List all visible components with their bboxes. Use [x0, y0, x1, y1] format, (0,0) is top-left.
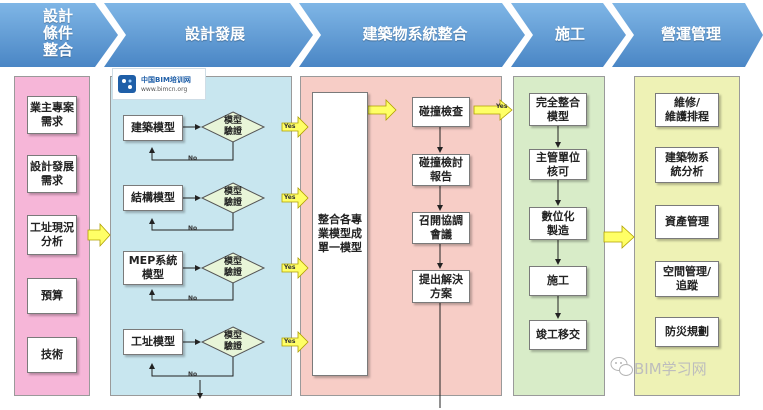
phase-chevron-2	[104, 3, 313, 67]
architectural-model-box: 建築模型	[123, 115, 183, 141]
building-system-analysis-box: 建築物系 統分析	[655, 147, 719, 183]
arrow-yes-4	[281, 331, 309, 353]
watermark-text: BIM学习网	[634, 360, 707, 378]
asset-management-box: 資產管理	[655, 205, 719, 239]
no-label-2: No	[188, 225, 198, 232]
wechat-icon	[610, 357, 633, 376]
authority-approval-box: 主管單位 核可	[529, 149, 587, 180]
logo-url: www.bimcn.org	[141, 86, 188, 93]
handover-box: 竣工移交	[529, 320, 587, 350]
owner-requirements-box: 業主專案 需求	[27, 96, 77, 134]
technology-box: 技術	[27, 337, 77, 373]
model-check-label-4: 模型 驗證	[223, 331, 242, 352]
arrow-yes-1	[281, 116, 309, 138]
disaster-planning-box: 防災規劃	[655, 317, 719, 347]
phase-chevron-3	[299, 3, 525, 67]
coordination-meeting-box: 召開協調 會議	[412, 212, 470, 244]
integrated-model-box: 完全整合 模型	[529, 93, 587, 126]
space-management-box: 空間管理/ 追蹤	[655, 261, 719, 297]
decision-diamonds	[200, 111, 266, 358]
model-lines	[149, 124, 234, 399]
site-model-box: 工址模型	[123, 329, 183, 355]
bimcn-logo-icon	[118, 75, 136, 93]
phase-chevron-4	[511, 3, 626, 67]
no-label-3: No	[188, 295, 198, 302]
mep-model-box: MEP系統 模型	[123, 251, 183, 285]
phase-label-3: 建築物系統整合	[362, 25, 468, 43]
digital-fabrication-box: 數位化 製造	[529, 207, 587, 240]
clash-report-box: 碰撞檢討 報告	[412, 154, 470, 186]
no-label-4: No	[188, 371, 198, 378]
arrow-yes-3	[281, 257, 309, 279]
site-analysis-box: 工址現況 分析	[27, 215, 77, 255]
yes-label-5: Yes	[496, 103, 508, 110]
no-label-1: No	[188, 155, 198, 162]
model-check-label-2: 模型 驗證	[223, 187, 242, 208]
budget-box: 預算	[27, 278, 77, 314]
arrow-yes-2	[281, 187, 309, 209]
phase-header	[0, 3, 763, 67]
clash-check-box: 碰撞檢查	[412, 97, 470, 127]
yes-label-1: Yes	[284, 123, 296, 130]
propose-solution-box: 提出解決 方案	[412, 270, 470, 303]
yes-label-2: Yes	[284, 194, 296, 201]
phase-label-4: 施工	[554, 25, 585, 43]
phase-chevron-1	[0, 3, 118, 67]
yellow-arrows	[87, 99, 635, 353]
maintenance-schedule-box: 維修/ 維護排程	[655, 93, 719, 127]
structural-model-box: 結構模型	[123, 185, 183, 211]
construction-box: 施工	[529, 266, 587, 296]
phase-chevron-5	[612, 3, 763, 67]
arrow-clash-to-construction	[473, 99, 513, 121]
integrate-models-box: 整合各專 業模型成 單一模型	[312, 92, 368, 376]
model-check-label-1: 模型 驗證	[223, 116, 242, 137]
arrow-lane1-to-lane2	[87, 222, 111, 248]
design-development-requirements-box: 設計發展 需求	[27, 155, 77, 193]
bimcn-logo: 中国BIM培训网 www.bimcn.org	[112, 68, 206, 100]
arrow-construction-to-operations	[603, 225, 635, 249]
yes-label-3: Yes	[284, 264, 296, 271]
arrow-integrate-to-clash	[367, 99, 397, 121]
logo-title: 中国BIM培训网	[141, 76, 191, 84]
phase-label-2: 設計發展	[184, 25, 245, 43]
phase-label-1: 設計 條件 整合	[42, 7, 73, 59]
yes-label-4: Yes	[284, 338, 296, 345]
phase-label-5: 營運管理	[660, 25, 721, 43]
model-check-label-3: 模型 驗證	[223, 257, 242, 278]
